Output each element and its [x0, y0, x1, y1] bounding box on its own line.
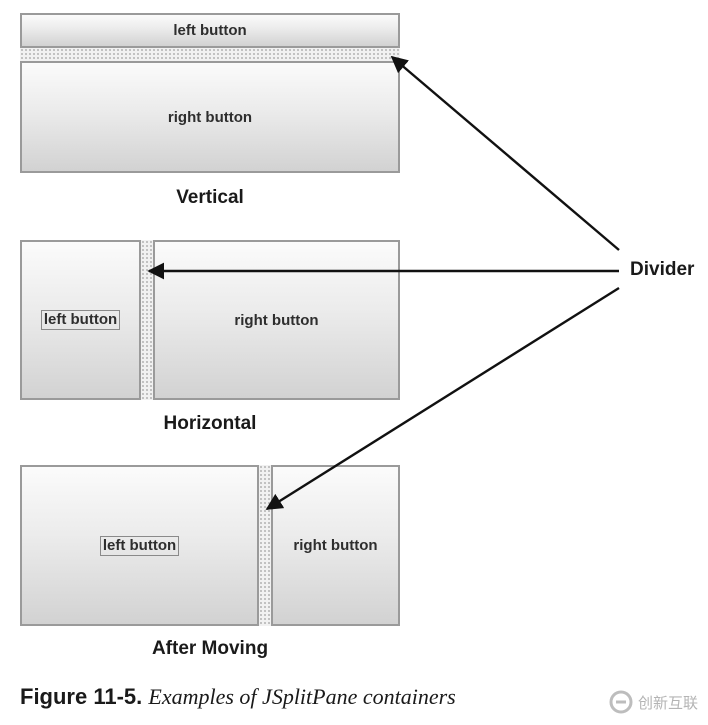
horizontal-left-button-label: left button [40, 310, 121, 330]
after-moving-left-button[interactable]: left button [20, 465, 259, 626]
after-moving-right-button-label: right button [293, 537, 378, 554]
vertical-caption: Vertical [176, 187, 244, 208]
vertical-left-button[interactable]: left button [20, 13, 400, 48]
vertical-right-button[interactable]: right button [20, 61, 400, 173]
figure-number: Figure 11-5. [20, 684, 143, 709]
watermark-text: 创新互联 [638, 693, 699, 712]
horizontal-divider[interactable] [141, 240, 153, 400]
after-moving-caption: After Moving [151, 638, 269, 659]
arrow-to-after-moving-divider [265, 286, 620, 511]
divider-label: Divider [630, 259, 695, 280]
vertical-right-button-label: right button [167, 108, 253, 126]
vertical-left-button-label: left button [173, 22, 247, 39]
vertical-divider[interactable] [20, 48, 400, 61]
watermark-icon [609, 690, 633, 714]
horizontal-left-button[interactable]: left button [20, 240, 141, 400]
arrow-to-vertical-divider [390, 55, 620, 251]
figure-caption: Figure 11-5. Examples of JSplitPane cont… [20, 684, 456, 710]
horizontal-caption: Horizontal [163, 413, 257, 434]
figure-caption-text: Examples of JSplitPane containers [148, 684, 456, 709]
watermark-logo: 创新互联 [608, 683, 708, 721]
after-moving-left-button-label: left button [99, 535, 180, 556]
horizontal-right-button[interactable]: right button [153, 240, 400, 400]
horizontal-right-button-label: right button [234, 311, 319, 329]
